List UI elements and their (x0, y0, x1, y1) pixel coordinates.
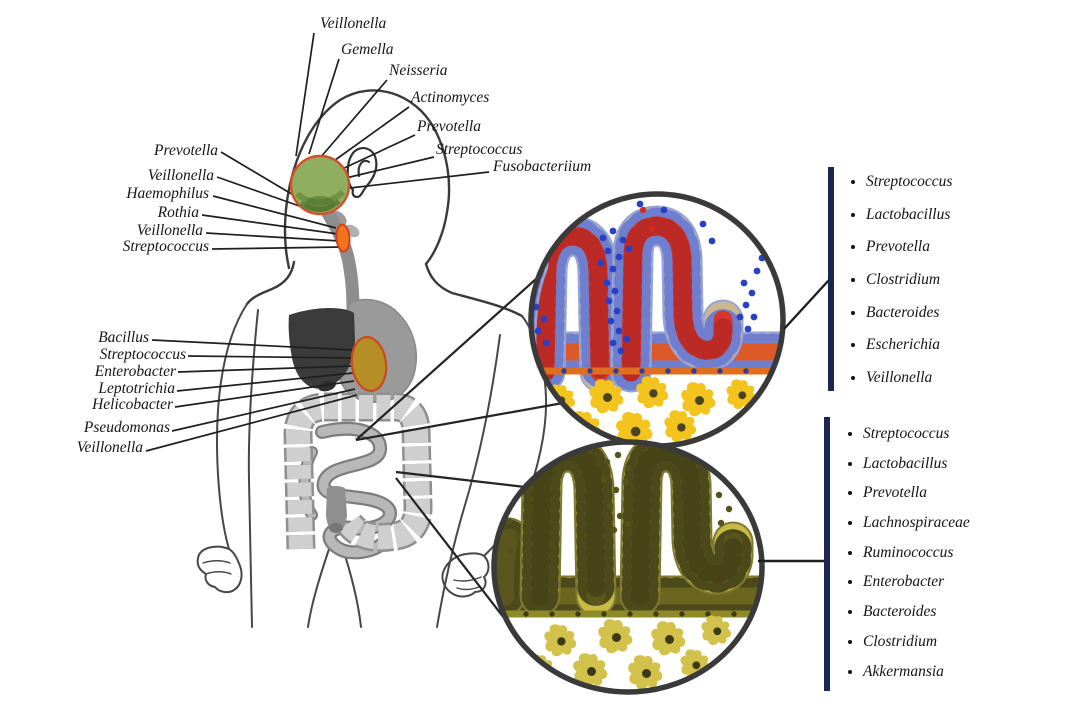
leader-lines-oropharynx (201, 151, 343, 250)
large-intestine-inset (491, 439, 765, 695)
bacteria-list-item: Escherichia (866, 337, 952, 353)
bacteria-list-item: Akkermansia (863, 663, 970, 680)
label-throat-veillonella: Veillonella (147, 167, 214, 184)
leader-lines-oral (295, 32, 490, 189)
bacteria-list-item: Lactobacillus (866, 207, 952, 223)
bacteria-list: StreptococcusLactobacillusPrevotellaLach… (841, 426, 970, 679)
leader-lines-stomach (145, 339, 358, 452)
label-throat-veillonella-2: Veillonella (136, 222, 203, 239)
label-oral-gemella: Gemella (341, 41, 394, 58)
list-bar-small-intestine (828, 167, 834, 391)
label-throat-rothia: Rothia (157, 204, 199, 221)
label-oral-streptococcus: Streptococcus (436, 141, 523, 158)
throat-site-marker (335, 223, 351, 253)
label-oral-neisseria: Neisseria (389, 62, 448, 79)
bacteria-list-item: Bacteroides (863, 604, 970, 620)
bacteria-list-item: Lactobacillus (863, 456, 970, 472)
label-stomach-pseudomonas: Pseudomonas (83, 419, 170, 436)
bacteria-list-item: Bacteroides (866, 305, 952, 321)
label-stomach-leptotrichia: Leptotrichia (98, 380, 175, 397)
basement-membrane-small (532, 367, 782, 375)
callout-wedge-small-intestine (355, 278, 564, 442)
bacteria-list-item: Clostridium (866, 272, 952, 288)
label-stomach-veillonella: Veillonella (76, 439, 143, 456)
stomach-site-marker (350, 336, 388, 392)
label-oral-prevotella: Prevotella (417, 118, 481, 135)
mouth-site-marker (289, 154, 351, 216)
bacteria-list: StreptococcusLactobacillusPrevotellaClos… (844, 174, 952, 386)
ear-outline (346, 147, 378, 199)
bacteria-list-item: Lachnospiraceae (863, 515, 970, 531)
rectum-illustration (326, 486, 347, 533)
bacteria-list-item: Streptococcus (866, 174, 952, 190)
label-stomach-bacillus: Bacillus (98, 329, 149, 346)
bacteria-list-item: Prevotella (866, 239, 952, 255)
label-oral-fusobacterium: Fusobacteriium (493, 158, 592, 175)
head-outline (245, 89, 524, 318)
bacteria-list-item: Veillonella (866, 370, 952, 386)
label-throat-streptococcus: Streptococcus (122, 238, 209, 255)
connector-small-intestine-list (783, 279, 830, 330)
list-bar-large-intestine (824, 417, 830, 691)
label-throat-haemophilus: Haemophilus (126, 185, 209, 202)
label-stomach-streptococcus: Streptococcus (99, 346, 186, 363)
label-oral-veillonella: Veillonella (320, 15, 387, 32)
esophagus-illustration (317, 199, 360, 317)
bacteria-dots-blue (532, 200, 766, 355)
basement-membrane-large (495, 610, 760, 618)
bacteria-list-item: Ruminococcus (863, 545, 970, 561)
small-intestine-bacteria-list: StreptococcusLactobacillusPrevotellaClos… (844, 174, 952, 403)
label-throat-prevotella: Prevotella (154, 142, 218, 159)
bacteria-list-item: Streptococcus (863, 426, 970, 442)
large-intestine-bacteria-list: StreptococcusLactobacillusPrevotellaLach… (841, 426, 970, 693)
bacteria-list-item: Prevotella (863, 485, 970, 501)
small-intestine-inset (528, 191, 786, 449)
bacteria-list-item: Enterobacter (863, 574, 970, 590)
label-stomach-helicobacter: Helicobacter (92, 396, 173, 413)
bacteria-list-item: Clostridium (863, 634, 970, 650)
label-stomach-enterobacter: Enterobacter (94, 363, 176, 380)
inset-circle-border-large (491, 439, 765, 695)
label-oral-actinomyces: Actinomyces (411, 89, 490, 106)
